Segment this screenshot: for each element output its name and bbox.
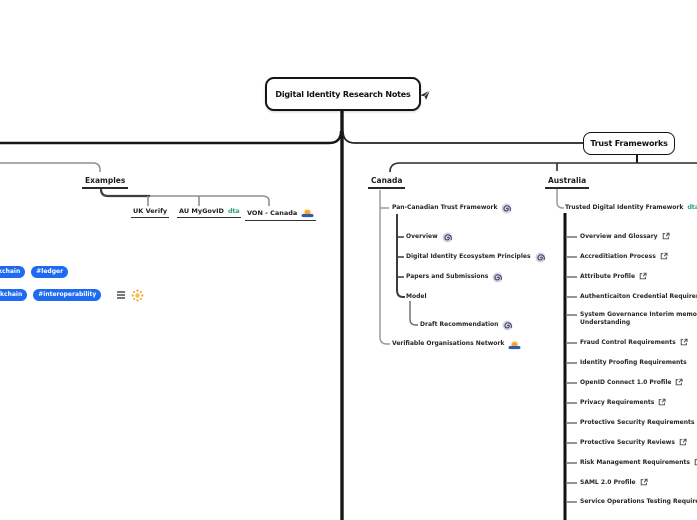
tree-item-label: Protective Security Requirements xyxy=(580,419,695,426)
tree-item[interactable]: Privacy Requirements xyxy=(580,398,666,407)
spiral-icon xyxy=(442,232,453,243)
external-link-icon xyxy=(660,252,668,260)
tree-item[interactable]: Service Operations Testing Requirements xyxy=(580,498,697,506)
sunrise-icon xyxy=(301,208,314,218)
external-link-icon xyxy=(679,438,687,446)
tag-blockchain[interactable]: #blockchain xyxy=(0,289,28,301)
australia-node[interactable]: Australia xyxy=(545,176,590,189)
tree-item-label: Authenticaiton Credential Requirements xyxy=(580,293,697,300)
tag-node-row: #blockchain #interoperability xyxy=(0,289,144,301)
tree-item-label: SAML 2.0 Profile xyxy=(580,479,636,486)
external-link-icon xyxy=(680,338,688,346)
tree-item[interactable]: Protective Security Requirements xyxy=(580,419,697,427)
node-label: Draft Recommendation xyxy=(420,321,499,328)
node-label: Digital Identity Ecosystem Principles xyxy=(406,253,531,260)
dta-logo-icon: dta xyxy=(687,203,697,211)
node-label: AU MyGovID xyxy=(179,207,224,215)
tree-item[interactable]: Identity Proofing Requirements xyxy=(580,359,687,367)
node-ecosystem-principles[interactable]: Digital Identity Ecosystem Principles xyxy=(406,252,546,263)
node-label: Papers and Submissions xyxy=(406,273,489,280)
tree-item-label: Privacy Requirements xyxy=(580,399,655,406)
external-link-icon xyxy=(694,459,697,466)
tree-item-label: System Governance Interim memorandum of … xyxy=(580,311,697,326)
tree-item[interactable]: OpenID Connect 1.0 Profile xyxy=(580,378,683,387)
root-node[interactable]: Digital Identity Research Notes xyxy=(265,77,421,111)
node-model[interactable]: Model xyxy=(406,293,427,301)
node-von[interactable]: Verifiable Organisations Network xyxy=(392,340,521,350)
examples-node[interactable]: Examples xyxy=(82,176,129,189)
node-tdif[interactable]: Trusted Digital Identity Framework dta xyxy=(565,203,697,212)
node-draft-recommendation[interactable]: Draft Recommendation xyxy=(420,320,513,331)
node-label: Overview xyxy=(406,233,438,240)
external-link-icon xyxy=(659,398,666,406)
tree-item-label: Attribute Profile xyxy=(580,273,636,280)
tree-item[interactable]: Protective Security Reviews xyxy=(580,438,687,447)
node-au-mygovid[interactable]: AU MyGovID dta xyxy=(177,207,242,218)
sunrise-icon xyxy=(508,340,521,350)
tag-interoperability[interactable]: #interoperability xyxy=(33,289,102,301)
trust-frameworks-node[interactable]: Trust Frameworks xyxy=(583,132,675,155)
trust-frameworks-label: Trust Frameworks xyxy=(590,139,668,148)
spiral-icon xyxy=(502,320,513,331)
node-von-canada[interactable]: VON - Canada xyxy=(245,207,317,221)
tree-item-label: Risk Management Requirements xyxy=(580,459,690,466)
node-pctf[interactable]: Pan-Canadian Trust Framework xyxy=(392,203,512,214)
tree-item-label: Accreditiation Process xyxy=(580,253,656,260)
paper-plane-icon xyxy=(419,86,431,105)
tree-item-label: Overview and Glossary xyxy=(580,233,658,240)
spiral-icon xyxy=(535,252,545,263)
canada-node[interactable]: Canada xyxy=(368,176,406,189)
node-label: UK Verify xyxy=(133,207,168,215)
tree-item[interactable]: Risk Management Requirements xyxy=(580,459,697,467)
tree-item[interactable]: Attribute Profile xyxy=(580,272,647,281)
node-label: Trusted Digital Identity Framework xyxy=(565,204,684,211)
tree-item[interactable]: Fraud Control Requirements xyxy=(580,338,688,347)
node-uk-verify[interactable]: UK Verify xyxy=(131,207,170,218)
tree-item[interactable]: SAML 2.0 Profile xyxy=(580,478,648,487)
tree-item-label: OpenID Connect 1.0 Profile xyxy=(580,379,672,386)
tag-node-row: #blockchain #ledger xyxy=(0,266,69,278)
tree-item-label: Protective Security Reviews xyxy=(580,439,675,446)
tree-item[interactable]: System Governance Interim memorandum of … xyxy=(580,311,697,327)
node-papers-submissions[interactable]: Papers and Submissions xyxy=(406,272,503,283)
spiral-icon xyxy=(492,272,503,283)
tree-item[interactable]: Accreditiation Process xyxy=(580,252,668,261)
tag-ledger[interactable]: #ledger xyxy=(31,266,69,278)
node-label: Model xyxy=(406,293,427,300)
external-link-icon xyxy=(662,232,670,240)
external-link-icon xyxy=(640,478,648,486)
notes-icon[interactable] xyxy=(117,291,126,299)
spiral-icon xyxy=(501,203,512,214)
node-label: Verifiable Organisations Network xyxy=(392,340,505,347)
tree-item[interactable]: Authenticaiton Credential Requirements xyxy=(580,293,697,301)
tag-blockchain[interactable]: #blockchain xyxy=(0,266,26,278)
node-label: Pan-Canadian Trust Framework xyxy=(392,204,498,211)
sun-icon xyxy=(131,289,144,301)
node-label: VON - Canada xyxy=(247,208,298,217)
tree-item[interactable]: Overview and Glossary xyxy=(580,232,670,241)
tree-item-label: Service Operations Testing Requirements xyxy=(580,498,697,505)
dta-logo-icon: dta xyxy=(227,207,240,215)
node-overview[interactable]: Overview xyxy=(406,232,453,243)
external-link-icon xyxy=(676,378,683,386)
tree-item-label: Identity Proofing Requirements xyxy=(580,359,687,366)
tree-item-label: Fraud Control Requirements xyxy=(580,339,676,346)
root-node-title: Digital Identity Research Notes xyxy=(275,89,411,99)
external-link-icon xyxy=(639,272,647,280)
